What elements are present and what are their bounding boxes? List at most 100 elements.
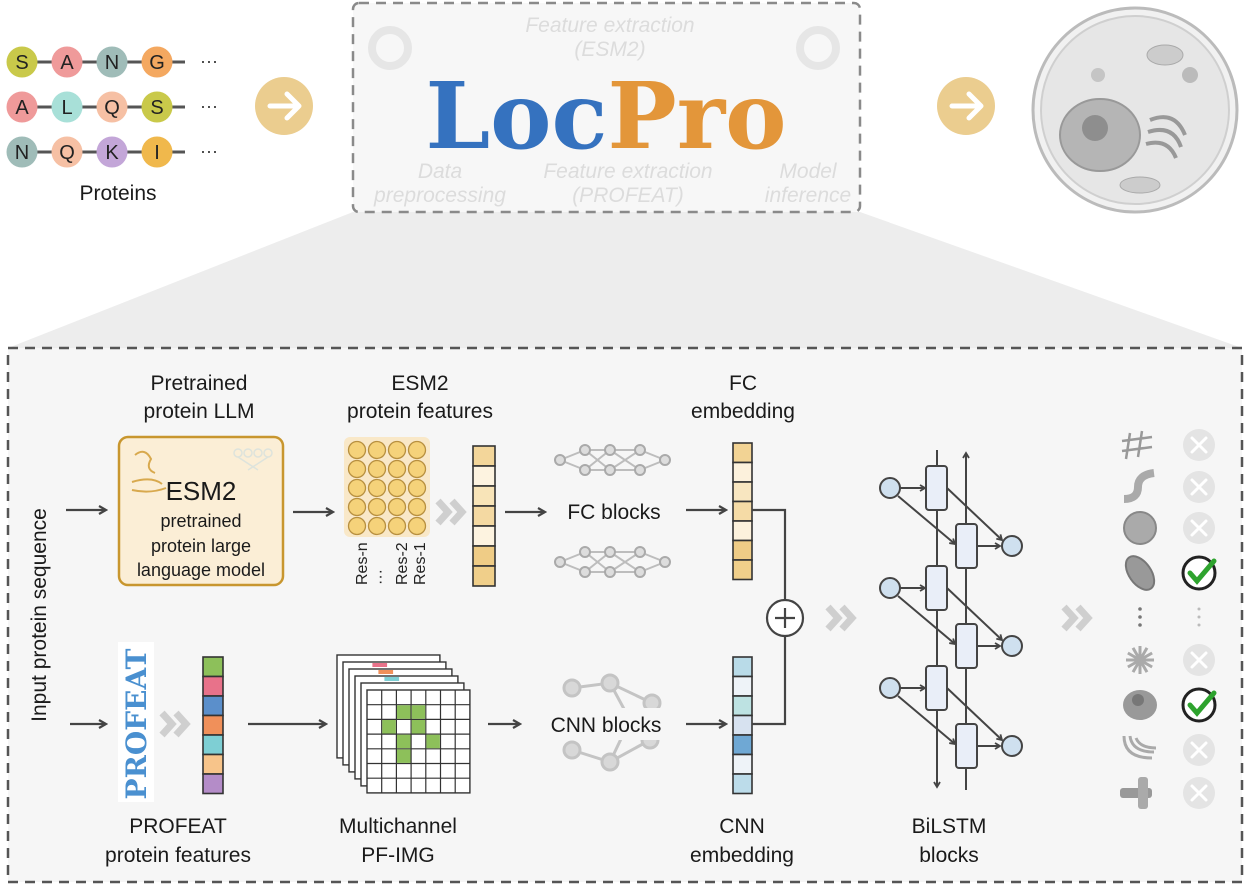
- esm-features-title-1: ESM2: [391, 372, 448, 395]
- gear-icon: [368, 26, 840, 70]
- golgi-icon: [1122, 735, 1157, 760]
- ghost-step4b: inference: [765, 184, 851, 207]
- active-pixel: [397, 734, 411, 749]
- amino-acid-letter: I: [154, 142, 160, 164]
- cnn-embedding-cell: [732, 714, 753, 736]
- ellipsis-dot: [1197, 607, 1201, 611]
- ghost-step2a: Feature extraction: [525, 14, 694, 37]
- residue-node: [407, 478, 427, 498]
- residue-node: [347, 478, 367, 498]
- shape: [1132, 694, 1144, 706]
- amino-acid-letter: A: [60, 52, 74, 74]
- esm2-desc-3: language model: [137, 560, 265, 580]
- esm-vector-cell: [472, 505, 496, 527]
- residue-node: [407, 459, 427, 479]
- fc-node: [604, 546, 616, 558]
- esm-vector-cell: [472, 465, 496, 487]
- fc-embedding-title-2: embedding: [691, 400, 795, 423]
- membrane-channel-icon: [1120, 777, 1152, 809]
- fc-node: [634, 464, 646, 476]
- backward-lstm-cell: [955, 623, 978, 669]
- concat-plus-icon: [765, 598, 805, 638]
- esm-vector-cell: [472, 565, 496, 587]
- residue-node: [367, 459, 387, 479]
- fc-embedding-cell: [732, 442, 753, 464]
- check-icon: [1181, 687, 1217, 723]
- ghost-step1b: preprocessing: [373, 184, 506, 207]
- vesicle-icon: [1123, 511, 1157, 545]
- shape: [1123, 511, 1157, 545]
- chevron-stroke: [173, 710, 191, 738]
- cnn-embedding-cell: [732, 734, 753, 756]
- profeat-feature-cell: [202, 695, 224, 717]
- locpro-logo: LocPro: [425, 62, 786, 170]
- esm2-model-box: [117, 435, 285, 587]
- residue-label: Res-1: [412, 542, 429, 585]
- bilstm-title-1: BiLSTM: [912, 815, 987, 838]
- esm-vector-cell: [472, 545, 496, 567]
- input-sequence-label: Input protein sequence: [28, 508, 51, 722]
- ghost-step1a: Data: [418, 160, 462, 183]
- x: [1190, 478, 1208, 496]
- ellipsis-dot: [1138, 615, 1142, 619]
- chevron-icon: [825, 604, 857, 632]
- fc-embedding-title-1: FC: [729, 372, 757, 395]
- esm-vector-cell: [472, 445, 496, 467]
- nucleus-cell-icon: [1123, 690, 1157, 720]
- fc-blocks-label: FC blocks: [567, 501, 660, 524]
- llm-title-1: Pretrained: [151, 372, 248, 395]
- lstm-edge: [897, 695, 957, 746]
- fc-embedding-cell: [732, 539, 753, 561]
- localization-outputs: [1120, 429, 1217, 809]
- residue-node: [347, 459, 367, 479]
- amino-acid: [6, 136, 38, 168]
- fc-node: [554, 556, 566, 568]
- amino-acid-letter: G: [149, 52, 165, 74]
- bilstm-diagram: [879, 450, 1023, 790]
- residue-node: [387, 516, 407, 536]
- ellipsis-dot: [1138, 607, 1142, 611]
- x: [1190, 519, 1208, 537]
- chevron-icon: [435, 498, 467, 526]
- channel-accent: [378, 670, 394, 674]
- profeat-title-1: PROFEAT: [129, 815, 227, 838]
- stroke: [1123, 469, 1155, 503]
- active-pixel: [397, 705, 411, 719]
- amino-acid: [51, 46, 83, 78]
- channel-accent: [384, 677, 400, 681]
- profeat-logo: PROFEAT: [120, 648, 153, 799]
- profeat-logo-bg: [118, 642, 154, 802]
- amino-acid: [96, 91, 128, 123]
- zoom-projection: [8, 212, 1242, 348]
- protein-structure-icon: [131, 450, 167, 493]
- logo-pro: Pro: [608, 62, 787, 170]
- cnn-embedding-cell: [732, 656, 753, 678]
- residue-node: [387, 478, 407, 498]
- lstm-edge: [897, 495, 957, 546]
- fc-network-icon: [554, 444, 671, 578]
- cross-icon: [1183, 734, 1215, 766]
- fc-node: [579, 444, 591, 456]
- fc-node: [659, 454, 671, 466]
- cnn-embedding-cell: [732, 695, 753, 717]
- pfimg-title-1: Multichannel: [339, 815, 457, 838]
- ellipsis: ···: [200, 51, 218, 71]
- output-node: [1001, 535, 1023, 557]
- x: [1190, 741, 1208, 759]
- fc-node: [634, 566, 646, 578]
- profeat-feature-cell: [202, 753, 224, 775]
- input-node: [879, 577, 901, 599]
- profeat-feature-cell: [202, 656, 224, 678]
- esm2-name: ESM2: [166, 476, 237, 506]
- pf-img-stack: [336, 654, 471, 794]
- ghost-step4a: Model: [779, 160, 838, 183]
- ring: [1181, 555, 1217, 591]
- amino-acid-letter: N: [105, 52, 119, 74]
- residue-node: [367, 497, 387, 517]
- llm-title-2: protein LLM: [144, 400, 255, 423]
- residue-node: [367, 516, 387, 536]
- chevron-icon: [159, 710, 191, 738]
- chevron-stroke: [825, 604, 843, 632]
